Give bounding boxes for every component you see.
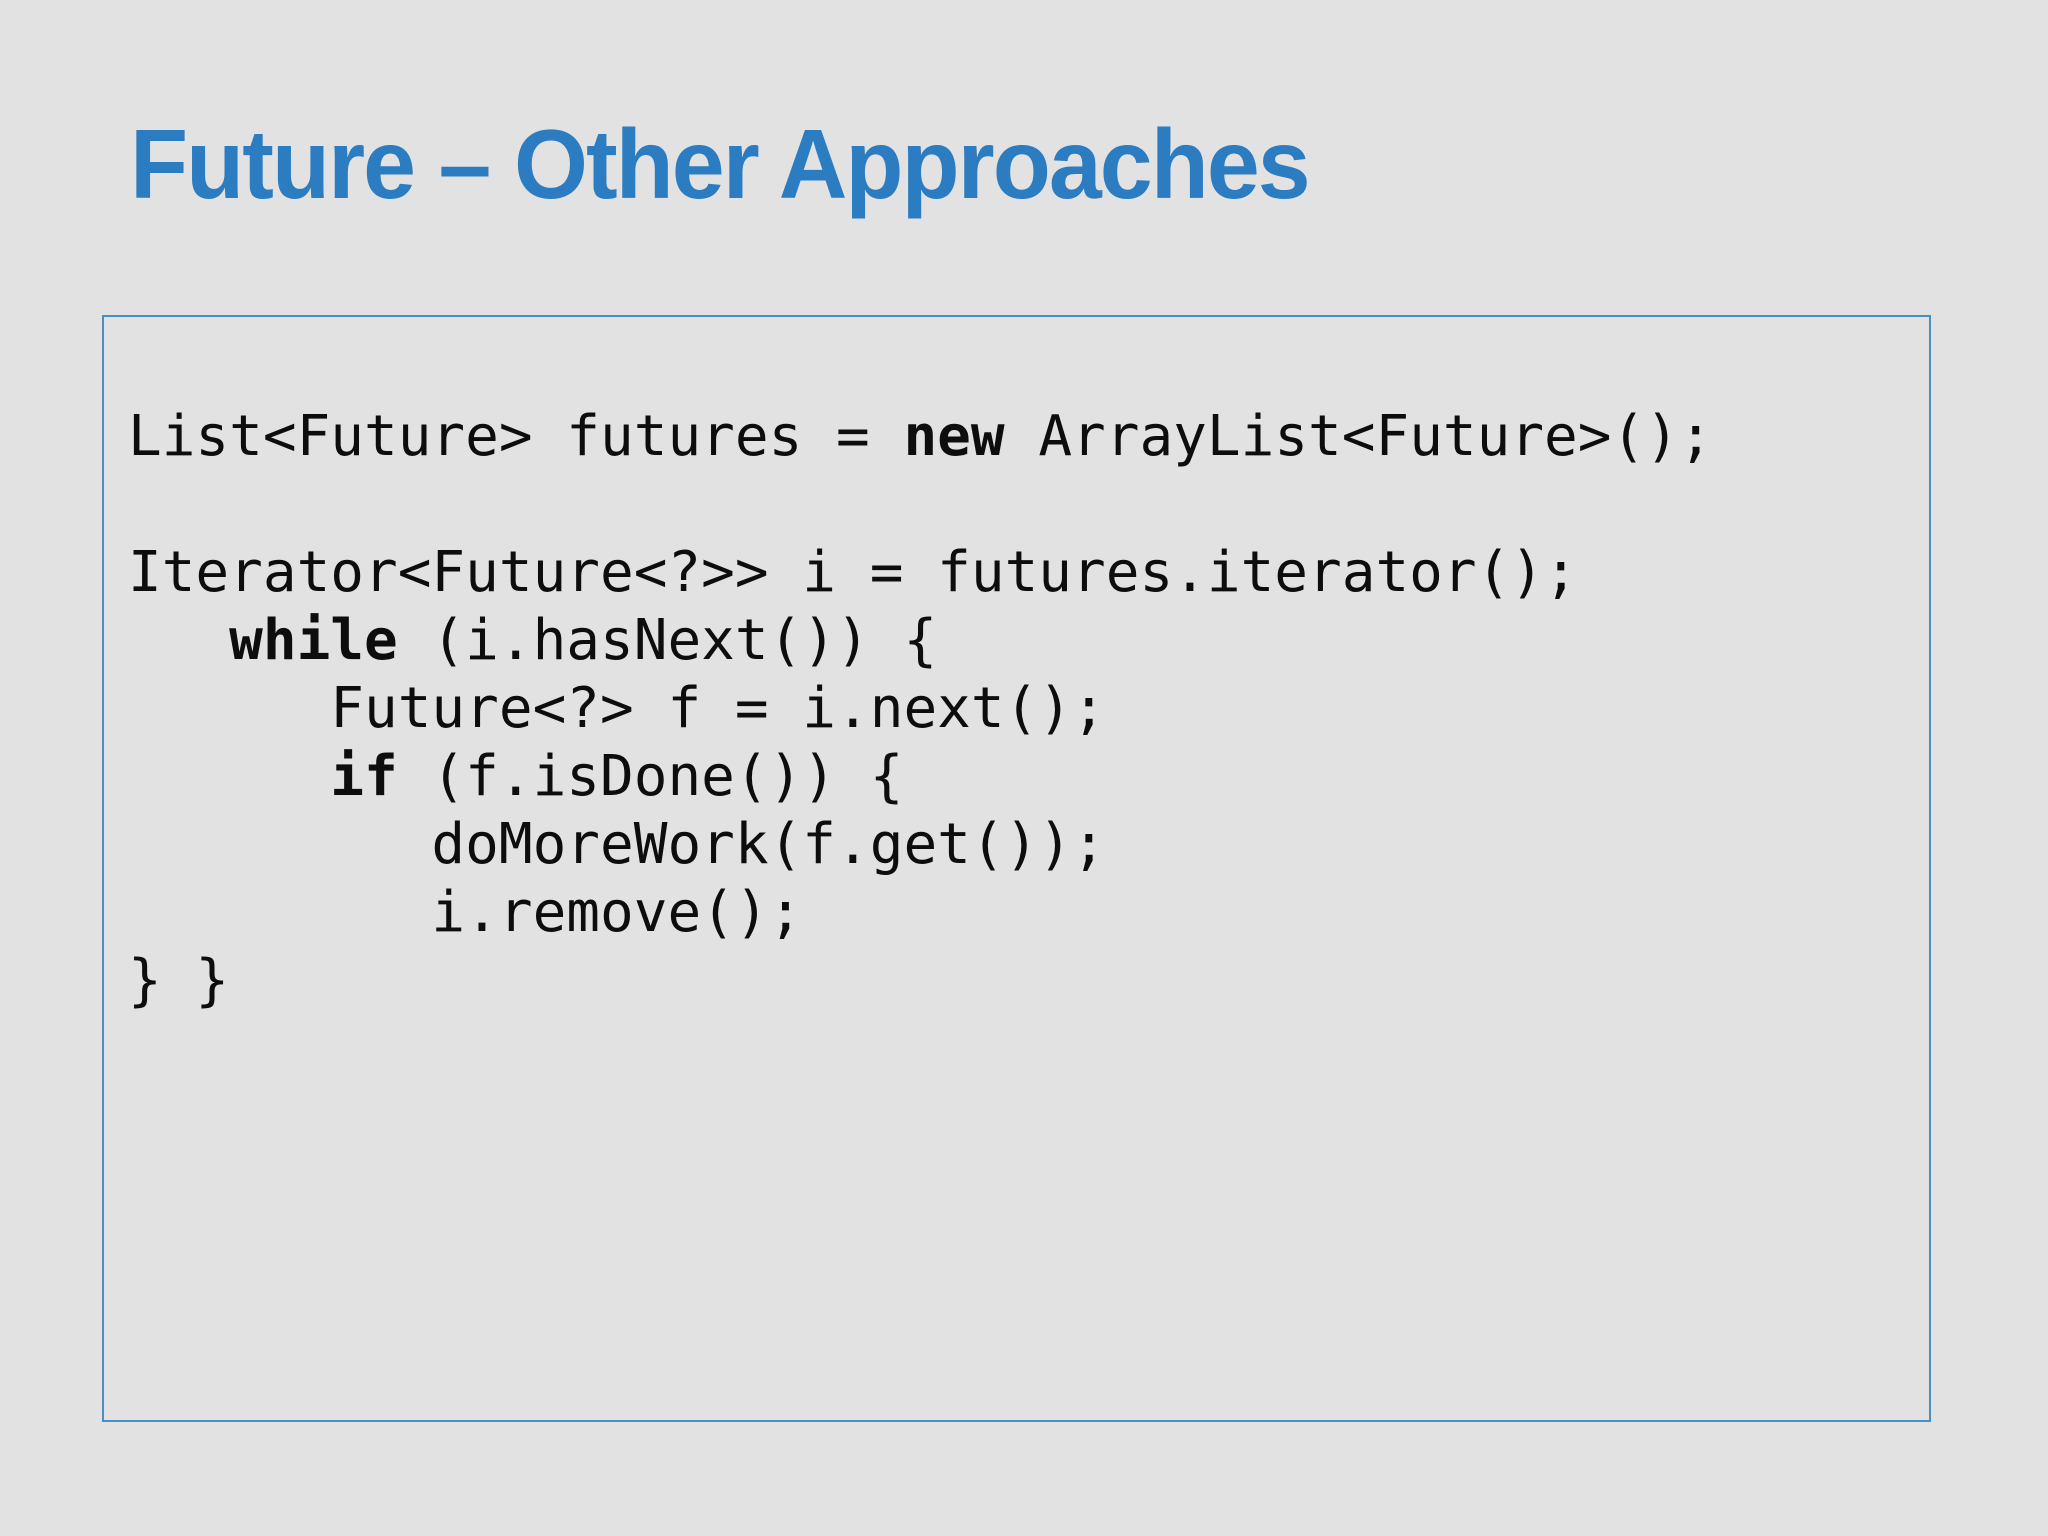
code-line: } } bbox=[128, 948, 230, 1013]
code-line bbox=[128, 471, 1713, 539]
code-line: doMoreWork(f.get()); bbox=[128, 812, 1106, 877]
code-line: Iterator<Future<?>> i = futures.iterator… bbox=[128, 540, 1578, 605]
code-line: if (f.isDone()) { bbox=[330, 744, 904, 809]
code-block: List<Future> futures = new ArrayList<Fut… bbox=[128, 403, 1713, 1015]
code-line: List<Future> futures = new ArrayList<Fut… bbox=[128, 404, 1713, 469]
slide-title: Future – Other Approaches bbox=[130, 109, 1311, 219]
code-line: while (i.hasNext()) { bbox=[229, 608, 938, 673]
code-line: i.remove(); bbox=[128, 880, 803, 945]
code-line: Future<?> f = i.next(); bbox=[128, 676, 1106, 741]
code-box: List<Future> futures = new ArrayList<Fut… bbox=[102, 315, 1931, 1422]
